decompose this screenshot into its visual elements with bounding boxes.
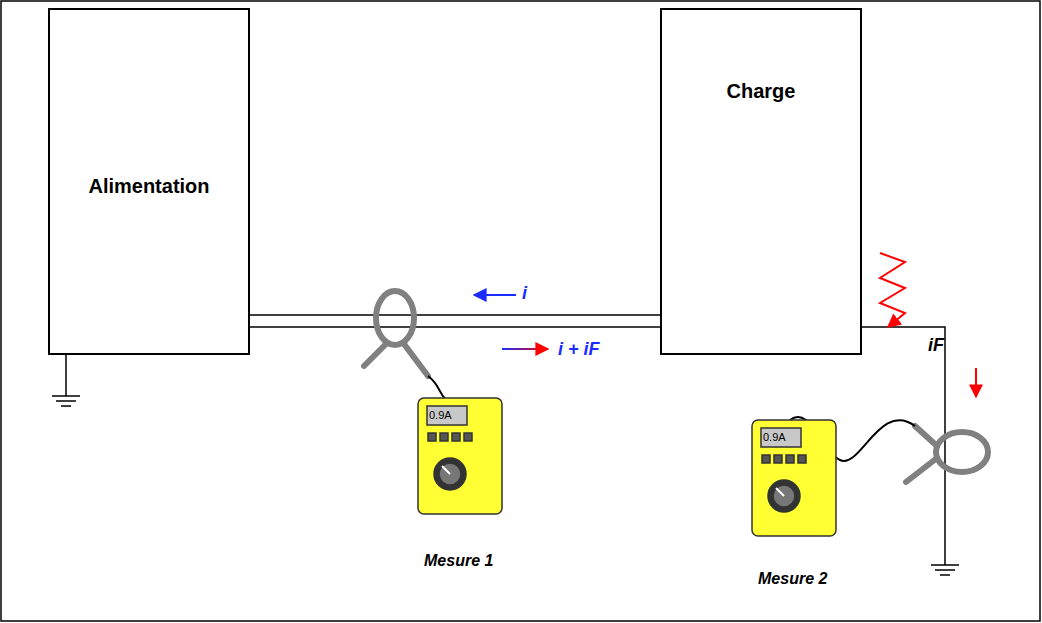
ground-wire <box>862 327 959 575</box>
meter-caption: Mesure 1 <box>424 552 493 570</box>
current-label: iF <box>928 335 944 356</box>
probe-lead <box>428 376 446 400</box>
meter-display: 0.9A <box>429 409 452 421</box>
cable-wire <box>250 314 660 316</box>
meter-display: 0.9A <box>763 431 786 443</box>
current-arrow <box>474 294 516 296</box>
meter-caption: Mesure 2 <box>758 570 827 588</box>
ground-symbol <box>52 355 80 406</box>
current-clamp <box>906 426 988 482</box>
current-label: i + iF <box>558 339 600 360</box>
current-label: i <box>522 283 527 304</box>
load-box: Charge <box>660 8 862 355</box>
current-arrow <box>975 368 977 397</box>
multimeter <box>752 420 836 536</box>
box-title: Charge <box>662 80 860 103</box>
current-clamp <box>364 291 428 376</box>
power-supply-box: Alimentation <box>48 8 250 355</box>
cable-wire <box>250 326 660 328</box>
box-title: Alimentation <box>50 175 248 198</box>
current-arrow <box>502 348 548 350</box>
multimeter <box>418 398 502 514</box>
fault-symbol <box>880 253 905 327</box>
